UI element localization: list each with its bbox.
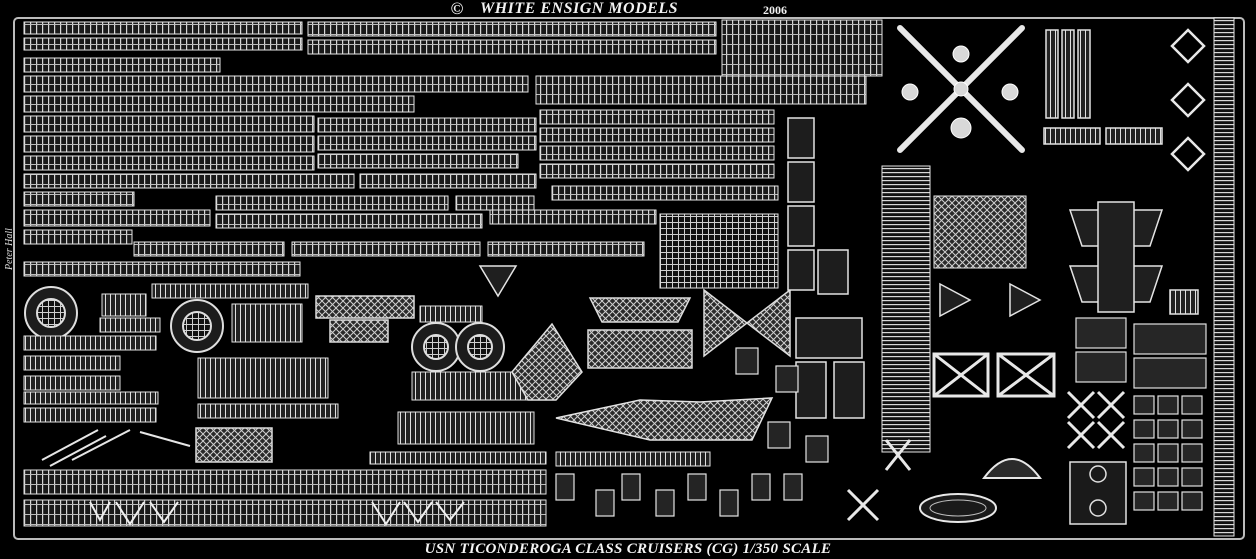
- manufacturer-name: WHITE ENSIGN MODELS: [480, 0, 678, 17]
- railing-strips-bottom: [23, 469, 547, 527]
- lattice-mast: [511, 322, 583, 401]
- tower-platforms: [478, 201, 1164, 318]
- year-label: 2006: [763, 3, 787, 17]
- product-title: USN TICONDEROGA CLASS CRUISERS (CG) 1/35…: [424, 541, 832, 557]
- small-parts-grid: [1075, 317, 1207, 511]
- part-column-a: [787, 117, 865, 419]
- stair-parts: [41, 429, 191, 467]
- truss-parts: [195, 288, 791, 463]
- boat-hull: [919, 493, 997, 523]
- fret-frame: [13, 17, 1245, 540]
- crane-boom: [555, 397, 774, 441]
- vertical-strut-parts: [1043, 29, 1199, 315]
- x-brace-parts: [846, 352, 1126, 522]
- copyright-symbol: ©: [450, 0, 464, 18]
- bottom-hinge-marks: [89, 501, 465, 526]
- radar-dome: [982, 458, 1042, 479]
- diamond-parts: [1170, 28, 1206, 172]
- rotor-hubs: [901, 45, 1019, 139]
- grid-panels-middle: [369, 17, 1235, 537]
- boat-hull-inner: [929, 499, 987, 517]
- round-platforms: [24, 286, 505, 372]
- railing-strips-top-left: [23, 19, 883, 277]
- small-parts-bottom-centre: [555, 347, 829, 517]
- wheel-parts: [1069, 461, 1127, 525]
- deck-panels-left: [23, 283, 535, 445]
- designer-signature: Peter Hall: [4, 228, 15, 270]
